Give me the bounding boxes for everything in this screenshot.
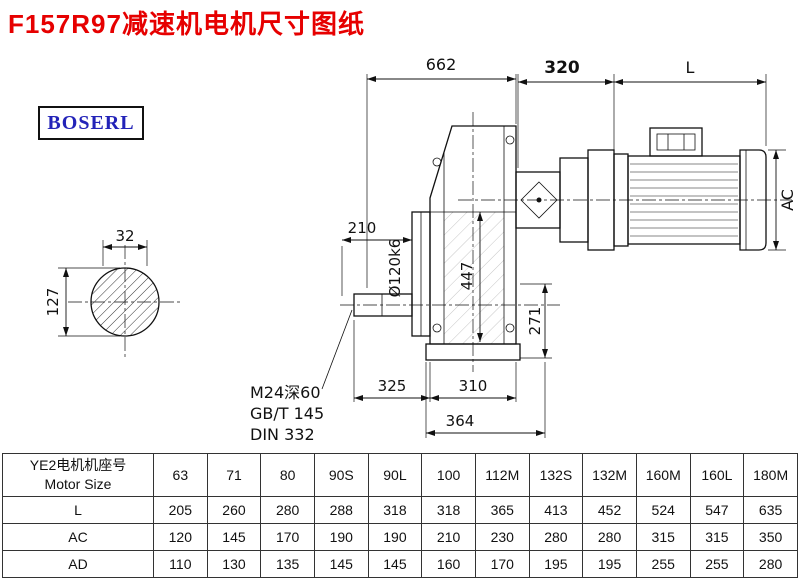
svg-text:Ø120k6: Ø120k6 bbox=[386, 239, 404, 298]
svg-text:271: 271 bbox=[526, 307, 544, 336]
table-row-L: L 205 260 280 288 318 318 365 413 452 52… bbox=[2, 496, 798, 524]
table-cell: 260 bbox=[206, 496, 262, 524]
dimension-447: 447 bbox=[458, 212, 483, 342]
table-cell: 318 bbox=[421, 496, 476, 524]
dimension-364: 364 bbox=[425, 362, 546, 438]
table-row-AD: AD 110 130 135 145 145 160 170 195 195 2… bbox=[2, 550, 798, 578]
dimension-271: 271 bbox=[520, 283, 552, 359]
table-cell: 315 bbox=[635, 523, 691, 551]
row-label: L bbox=[2, 496, 154, 524]
dimension-AC: AC bbox=[768, 149, 797, 251]
table-cell: 452 bbox=[582, 496, 637, 524]
table-cell: 350 bbox=[743, 523, 798, 551]
dimension-shaft-diameter: Ø120k6 bbox=[386, 239, 404, 298]
header-line-cn: YE2电机机座号 bbox=[29, 457, 127, 473]
svg-text:364: 364 bbox=[446, 412, 475, 430]
row-label: AD bbox=[2, 550, 154, 578]
table-cell: 635 bbox=[743, 496, 798, 524]
table-cell: 170 bbox=[260, 523, 315, 551]
table-cell: 547 bbox=[689, 496, 745, 524]
table-row-AC: AC 120 145 170 190 190 210 230 280 280 3… bbox=[2, 523, 798, 551]
svg-text:320: 320 bbox=[544, 58, 580, 78]
motor-view bbox=[515, 127, 767, 251]
dim-32: 32 bbox=[115, 227, 134, 245]
col-header: 112M bbox=[474, 453, 530, 497]
table-cell: 255 bbox=[689, 550, 745, 578]
table-cell: 255 bbox=[635, 550, 691, 578]
svg-text:AC: AC bbox=[778, 189, 797, 211]
table-cell: 195 bbox=[582, 550, 637, 578]
col-header: 71 bbox=[206, 453, 262, 497]
shaft-end-notes: M24深60 GB/T 145 DIN 332 bbox=[250, 309, 353, 444]
motor-cooling-fins bbox=[630, 163, 738, 237]
table-cell: 365 bbox=[474, 496, 530, 524]
col-header: 90L bbox=[367, 453, 423, 497]
table-cell: 288 bbox=[313, 496, 369, 524]
table-cell: 145 bbox=[367, 550, 423, 578]
svg-text:662: 662 bbox=[426, 55, 457, 74]
table-cell: 315 bbox=[689, 523, 745, 551]
svg-text:210: 210 bbox=[348, 219, 377, 237]
svg-text:310: 310 bbox=[459, 377, 488, 395]
svg-text:447: 447 bbox=[458, 262, 476, 291]
table-cell: 230 bbox=[474, 523, 530, 551]
col-header: 160L bbox=[689, 453, 745, 497]
col-header: 100 bbox=[421, 453, 476, 497]
col-header: 80 bbox=[260, 453, 315, 497]
shaft-end-view: 32 127 bbox=[44, 227, 182, 359]
table-header-motor-size: YE2电机机座号 Motor Size bbox=[2, 453, 154, 497]
dim-127: 127 bbox=[44, 288, 62, 317]
table-cell: 280 bbox=[528, 523, 584, 551]
table-cell: 145 bbox=[206, 523, 262, 551]
table-cell: 280 bbox=[260, 496, 315, 524]
motor-size-table: YE2电机机座号 Motor Size 63 71 80 90S 90L 100… bbox=[2, 453, 798, 578]
table-cell: 190 bbox=[367, 523, 423, 551]
table-header-row: YE2电机机座号 Motor Size 63 71 80 90S 90L 100… bbox=[2, 453, 798, 497]
table-cell: 130 bbox=[206, 550, 262, 578]
dimension-310: 310 bbox=[430, 362, 517, 402]
table-cell: 135 bbox=[260, 550, 315, 578]
brand-logo: BOSERL bbox=[38, 106, 144, 140]
table-cell: 280 bbox=[743, 550, 798, 578]
col-header: 90S bbox=[313, 453, 369, 497]
dimension-320: 320 bbox=[517, 58, 615, 168]
table-cell: 280 bbox=[582, 523, 637, 551]
dimension-210: 210 bbox=[341, 219, 413, 296]
svg-text:325: 325 bbox=[378, 377, 407, 395]
gearbox-front-view bbox=[340, 112, 792, 372]
note-thread: M24深60 bbox=[250, 383, 321, 402]
row-label: AC bbox=[2, 523, 154, 551]
svg-text:L: L bbox=[686, 58, 695, 77]
note-gb-standard: GB/T 145 bbox=[250, 404, 324, 423]
table-cell: 318 bbox=[367, 496, 423, 524]
page-title: F157R97减速机电机尺寸图纸 bbox=[8, 9, 365, 39]
dimension-L: L bbox=[614, 58, 767, 146]
col-header: 132S bbox=[528, 453, 584, 497]
col-header: 180M bbox=[743, 453, 798, 497]
table-cell: 145 bbox=[313, 550, 369, 578]
table-cell: 210 bbox=[421, 523, 476, 551]
table-cell: 160 bbox=[421, 550, 476, 578]
technical-drawing: 32 127 bbox=[44, 55, 797, 444]
dimension-662: 662 bbox=[366, 55, 517, 288]
col-header: 132M bbox=[582, 453, 637, 497]
terminal-box bbox=[649, 127, 703, 157]
dimension-325: 325 bbox=[353, 320, 431, 402]
header-line-en: Motor Size bbox=[44, 476, 112, 492]
table-cell: 524 bbox=[635, 496, 691, 524]
table-cell: 120 bbox=[153, 523, 208, 551]
note-din-standard: DIN 332 bbox=[250, 425, 315, 444]
table-cell: 170 bbox=[474, 550, 530, 578]
table-cell: 413 bbox=[528, 496, 584, 524]
table-cell: 110 bbox=[153, 550, 208, 578]
col-header: 160M bbox=[635, 453, 691, 497]
table-cell: 195 bbox=[528, 550, 584, 578]
shaft-section-circle bbox=[90, 267, 160, 337]
table-cell: 190 bbox=[313, 523, 369, 551]
table-cell: 205 bbox=[153, 496, 208, 524]
col-header: 63 bbox=[153, 453, 208, 497]
